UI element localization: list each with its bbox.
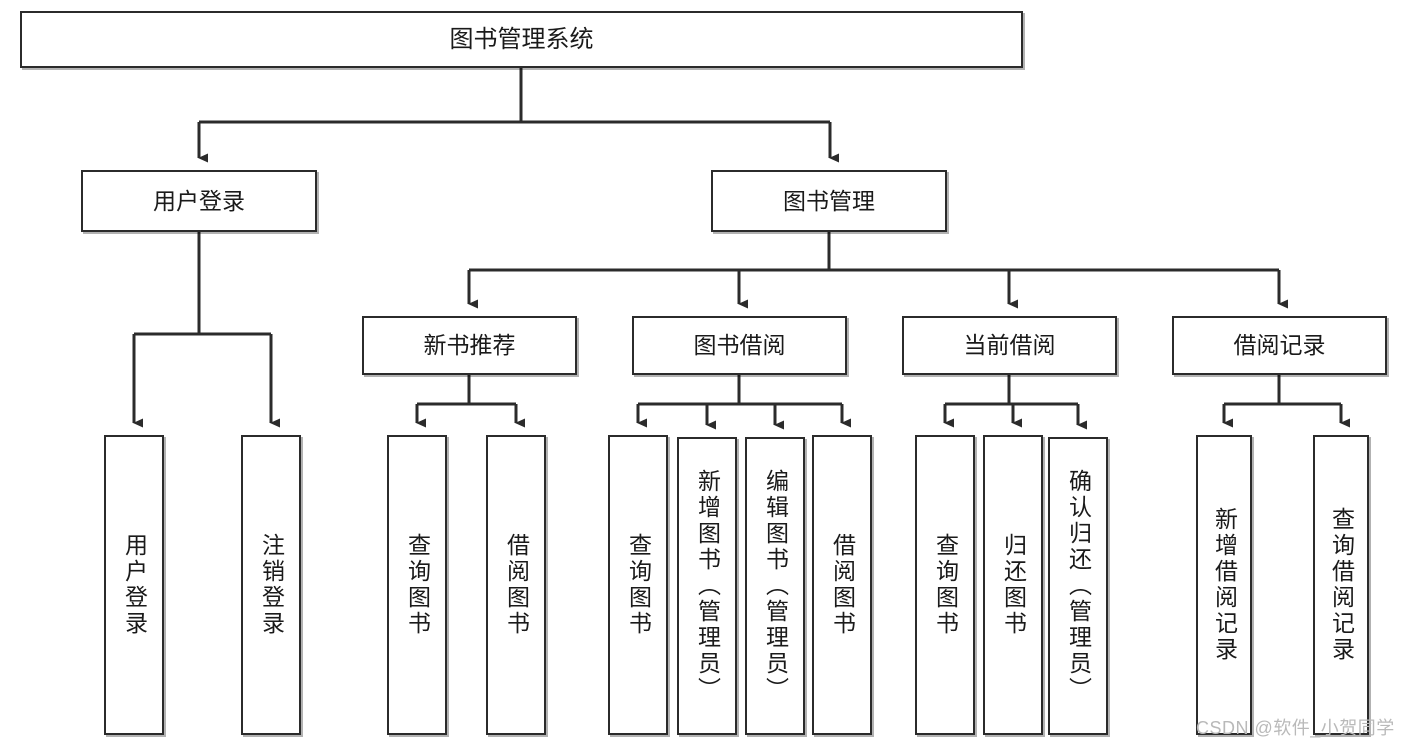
csdn-watermark: CSDN @软件_小贺同学: [1196, 718, 1395, 738]
node-leaf-edit-book-admin[interactable]: 编辑图书（管理员）: [745, 437, 805, 735]
node-book-manage-label: 图书管理: [783, 187, 875, 214]
node-leaf-borrow-book-1-label: 借阅图书: [503, 533, 530, 637]
node-leaf-add-record-label: 新增借阅记录: [1211, 507, 1238, 663]
node-current-borrow[interactable]: 当前借阅: [902, 316, 1117, 375]
node-book-borrow[interactable]: 图书借阅: [632, 316, 847, 375]
node-leaf-query-book-1-label: 查询图书: [404, 533, 431, 637]
node-root[interactable]: 图书管理系统: [20, 11, 1023, 68]
node-leaf-user-login[interactable]: 用户登录: [104, 435, 164, 735]
node-leaf-borrow-book-2-label: 借阅图书: [829, 533, 856, 637]
node-leaf-query-book-3-label: 查询图书: [932, 533, 959, 637]
node-leaf-add-book-admin-label: 新增图书（管理员）: [694, 469, 721, 703]
node-leaf-borrow-book-1[interactable]: 借阅图书: [486, 435, 546, 735]
node-leaf-query-book-3[interactable]: 查询图书: [915, 435, 975, 735]
node-new-book-recommend[interactable]: 新书推荐: [362, 316, 577, 375]
node-leaf-edit-book-admin-label: 编辑图书（管理员）: [762, 469, 789, 703]
node-leaf-query-book-2[interactable]: 查询图书: [608, 435, 668, 735]
node-leaf-return-book-label: 归还图书: [1000, 533, 1027, 637]
node-book-borrow-label: 图书借阅: [693, 332, 786, 359]
node-leaf-return-book[interactable]: 归还图书: [983, 435, 1043, 735]
node-leaf-query-book-1[interactable]: 查询图书: [387, 435, 447, 735]
node-borrow-record[interactable]: 借阅记录: [1172, 316, 1387, 375]
node-leaf-confirm-return-admin-label: 确认归还（管理员）: [1065, 469, 1092, 703]
node-leaf-logout-label: 注销登录: [258, 533, 285, 637]
node-new-book-recommend-label: 新书推荐: [423, 332, 516, 359]
node-leaf-logout[interactable]: 注销登录: [241, 435, 301, 735]
node-leaf-query-record[interactable]: 查询借阅记录: [1313, 435, 1369, 735]
node-leaf-confirm-return-admin[interactable]: 确认归还（管理员）: [1048, 437, 1108, 735]
node-leaf-borrow-book-2[interactable]: 借阅图书: [812, 435, 872, 735]
node-user-login[interactable]: 用户登录: [81, 170, 317, 232]
node-leaf-query-record-label: 查询借阅记录: [1328, 507, 1355, 663]
node-leaf-query-book-2-label: 查询图书: [625, 533, 652, 637]
node-user-login-label: 用户登录: [153, 187, 245, 214]
node-leaf-add-record[interactable]: 新增借阅记录: [1196, 435, 1252, 735]
node-book-manage[interactable]: 图书管理: [711, 170, 947, 232]
node-borrow-record-label: 借阅记录: [1233, 332, 1326, 359]
node-leaf-user-login-label: 用户登录: [121, 533, 148, 637]
node-root-label: 图书管理系统: [449, 25, 594, 53]
node-current-borrow-label: 当前借阅: [963, 332, 1056, 359]
node-leaf-add-book-admin[interactable]: 新增图书（管理员）: [677, 437, 737, 735]
